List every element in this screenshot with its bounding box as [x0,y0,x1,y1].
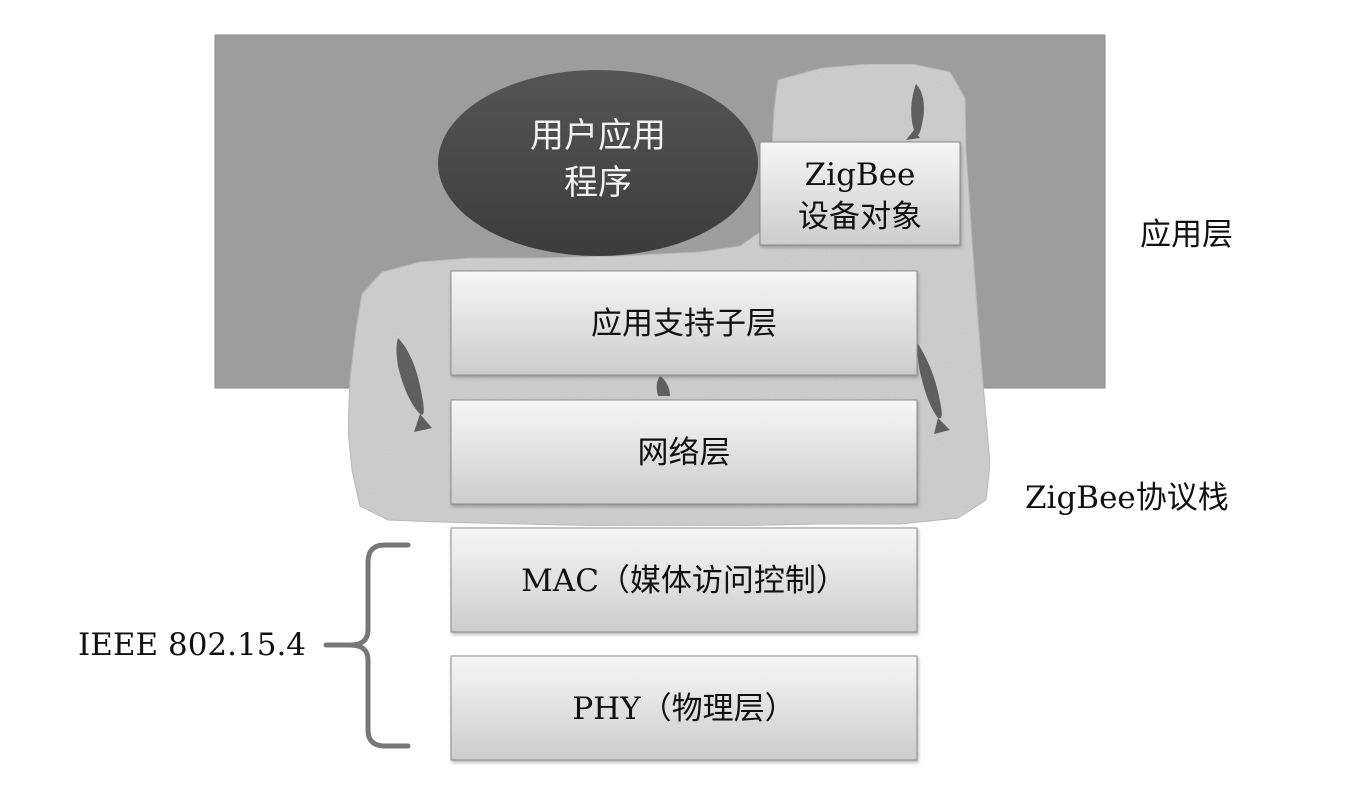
network-layer-box [450,399,918,505]
fossil-fish-icon [656,376,670,396]
zigbee-device-object-label-line2: 设备对象 [798,199,922,235]
phy-layer-box [450,655,918,761]
zigbee-device-object-label-line1: ZigBee [805,157,916,193]
user-application-label-line2: 程序 [564,163,632,203]
mac-layer-box [450,527,918,633]
aps-layer-box [450,270,918,376]
network-layer-label: 网络层 [638,435,731,471]
application-layer-label: 应用层 [1140,217,1233,253]
zigbee-device-object-box [759,141,961,246]
user-application-label-line1: 用户应用 [530,116,666,156]
phy-layer-label: PHY（物理层） [572,691,795,727]
zigbee-stack-label: ZigBee协议栈 [1025,480,1229,516]
mac-layer-label: MAC（媒体访问控制） [521,563,847,599]
fossil-fish-icon [396,338,432,432]
ieee-brace [323,542,411,749]
user-application-ellipse [438,70,758,256]
fossil-fish-icon [917,344,950,434]
ieee-label: IEEE 802.15.4 [78,627,306,663]
aps-layer-label: 应用支持子层 [591,306,777,342]
fossil-fish-icon [906,84,924,140]
